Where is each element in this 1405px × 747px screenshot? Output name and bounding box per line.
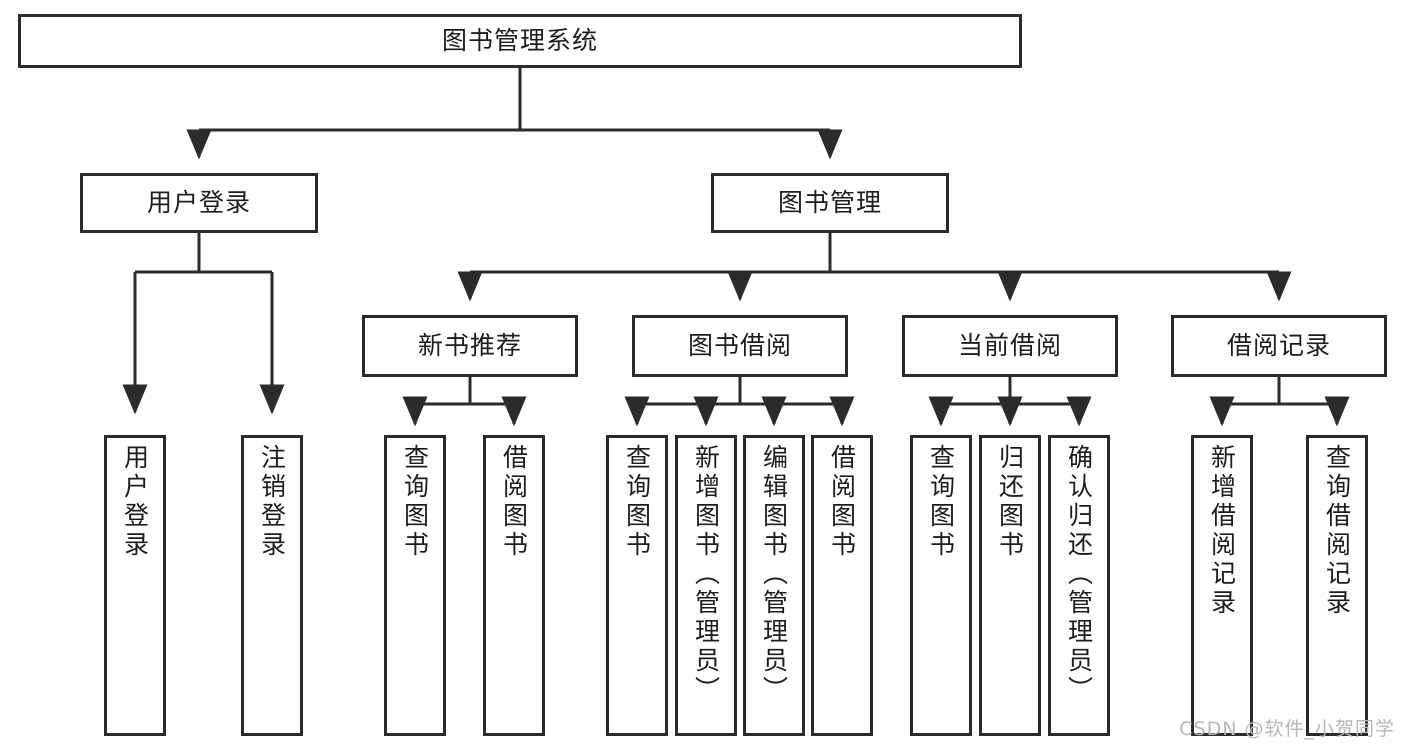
node-label: 注销登录: [257, 444, 287, 560]
node-current-borrow[interactable]: 当前借阅: [902, 315, 1118, 377]
leaf-return-book[interactable]: 归还图书: [979, 435, 1041, 736]
leaf-borrow-book-1[interactable]: 借阅图书: [483, 435, 545, 736]
node-user-login[interactable]: 用户登录: [80, 173, 318, 233]
csdn-watermark: CSDN @软件_小贺同学: [1179, 718, 1395, 740]
node-label: 借阅图书: [499, 444, 529, 560]
leaf-add-book[interactable]: 新增图书（管理员）: [675, 435, 737, 736]
node-book-management-system[interactable]: 图书管理系统: [18, 14, 1022, 68]
leaf-user-login[interactable]: 用户登录: [104, 435, 166, 736]
leaf-add-borrow-record[interactable]: 新增借阅记录: [1191, 435, 1253, 736]
node-label: 用户登录: [120, 444, 150, 560]
node-label: 图书管理: [777, 188, 882, 218]
leaf-query-borrow-record[interactable]: 查询借阅记录: [1306, 435, 1368, 736]
node-label: 借阅记录: [1226, 331, 1331, 361]
node-label: 编辑图书（管理员）: [759, 444, 789, 705]
node-label: 用户登录: [146, 188, 251, 218]
node-label: 新书推荐: [417, 331, 522, 361]
node-book-manage[interactable]: 图书管理: [711, 173, 949, 233]
leaf-user-logout[interactable]: 注销登录: [241, 435, 303, 736]
leaf-query-book-2[interactable]: 查询图书: [606, 435, 668, 736]
leaf-confirm-return[interactable]: 确认归还（管理员）: [1048, 435, 1110, 736]
node-label: 查询借阅记录: [1322, 444, 1352, 618]
node-label: 借阅图书: [827, 444, 857, 560]
node-new-book-recommend[interactable]: 新书推荐: [362, 315, 578, 377]
node-label: 新增借阅记录: [1207, 444, 1237, 618]
leaf-query-book-1[interactable]: 查询图书: [384, 435, 446, 736]
node-label: 图书管理系统: [441, 26, 598, 56]
leaf-edit-book[interactable]: 编辑图书（管理员）: [743, 435, 805, 736]
node-label: 确认归还（管理员）: [1064, 444, 1094, 705]
node-label: 归还图书: [995, 444, 1025, 560]
node-label: 新增图书（管理员）: [691, 444, 721, 705]
node-label: 当前借阅: [957, 331, 1062, 361]
node-borrow-record[interactable]: 借阅记录: [1171, 315, 1387, 377]
node-label: 查询图书: [622, 444, 652, 560]
node-label: 查询图书: [400, 444, 430, 560]
node-label: 查询图书: [926, 444, 956, 560]
leaf-query-book-3[interactable]: 查询图书: [910, 435, 972, 736]
node-label: 图书借阅: [687, 331, 792, 361]
leaf-borrow-book-2[interactable]: 借阅图书: [811, 435, 873, 736]
node-book-borrow[interactable]: 图书借阅: [632, 315, 848, 377]
